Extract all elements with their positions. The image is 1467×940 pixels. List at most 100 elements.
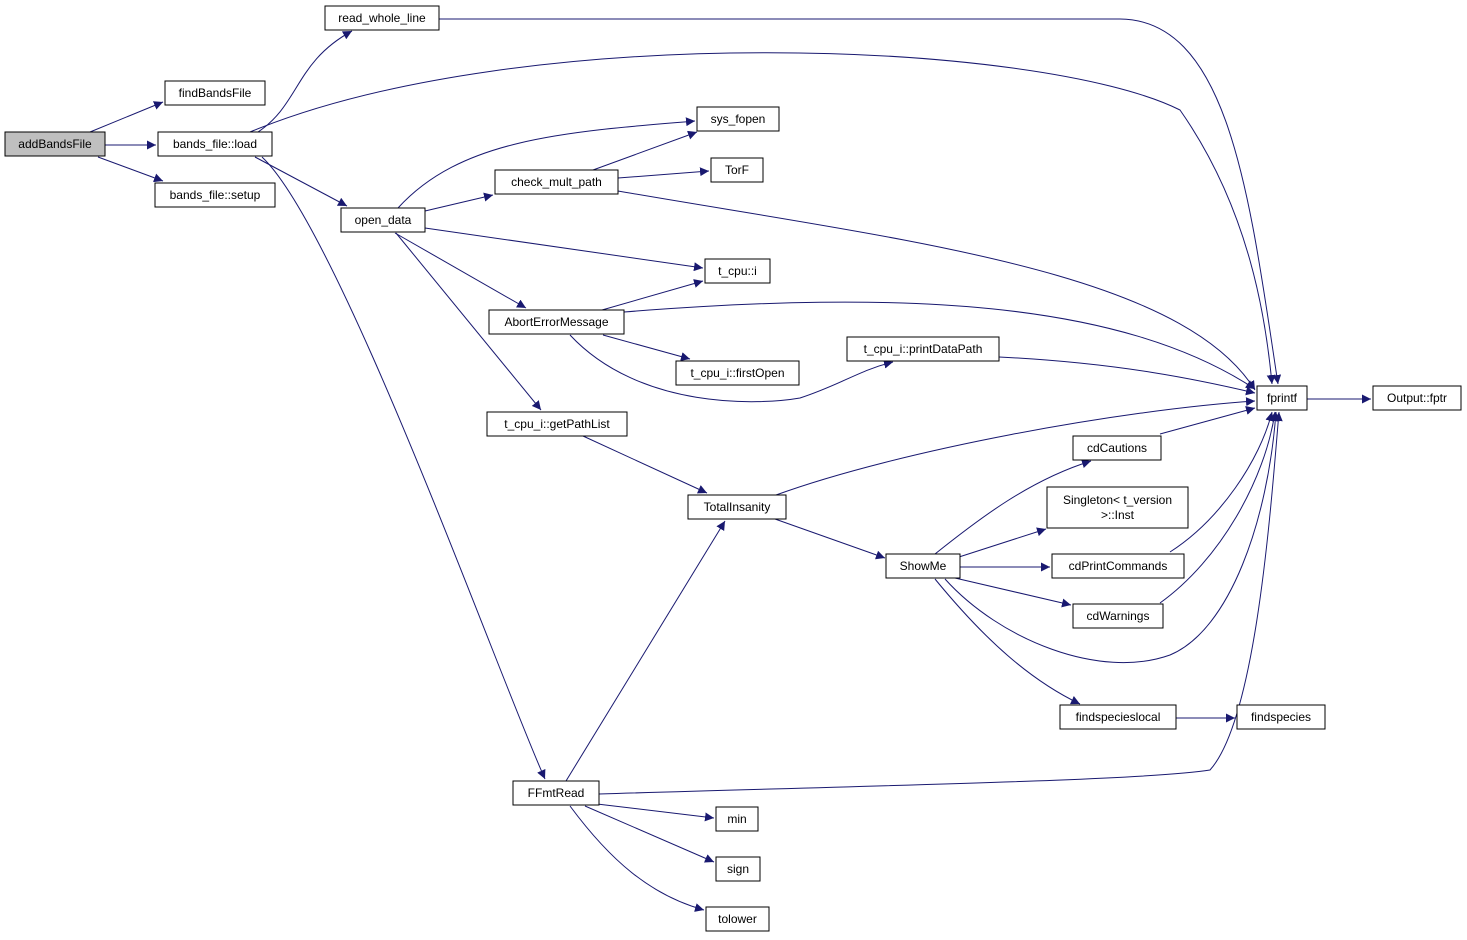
node-open_data[interactable]: open_data	[340, 207, 426, 233]
node-box	[696, 106, 780, 132]
node-box	[1072, 435, 1162, 461]
node-ShowMe[interactable]: ShowMe	[885, 553, 961, 579]
node-label: fprintf	[1267, 391, 1298, 405]
edge-printDataPath-to-fprintf	[998, 356, 1256, 396]
node-label: findspecieslocal	[1076, 710, 1161, 724]
node-box	[488, 309, 625, 335]
node-printDataPath[interactable]: t_cpu_i::printDataPath	[846, 336, 1000, 362]
edge-check_mult_path-to-TorF	[617, 167, 710, 179]
node-bands_setup[interactable]: bands_file::setup	[154, 182, 276, 208]
node-findspecieslocal[interactable]: findspecieslocal	[1059, 704, 1177, 730]
node-t_cpu_i[interactable]: t_cpu::i	[704, 258, 771, 284]
node-box	[846, 336, 1000, 362]
node-box	[704, 258, 771, 284]
node-addBandsFile[interactable]: addBandsFile	[4, 131, 106, 157]
edge-addBandsFile-to-bands_setup	[97, 156, 164, 183]
node-box	[1059, 704, 1177, 730]
node-min[interactable]: min	[715, 806, 759, 832]
edge-ShowMe-to-Singleton	[958, 527, 1047, 558]
node-Output_fptr[interactable]: Output::fptr	[1372, 385, 1462, 411]
node-tolower[interactable]: tolower	[705, 906, 770, 932]
node-label: findBandsFile	[179, 86, 252, 100]
node-label: Singleton< t_version	[1063, 493, 1172, 507]
edge-cdPrintCommands-to-fprintf	[1169, 411, 1275, 553]
node-label: FFmtRead	[528, 786, 585, 800]
node-box	[340, 207, 426, 233]
edge-open_data-to-getPathList	[395, 232, 542, 411]
edge-bands_load-to-read_whole_line	[257, 30, 353, 133]
edge-bands_load-to-fprintf	[249, 52, 1276, 385]
node-label: t_cpu_i::getPathList	[504, 417, 610, 431]
node-box	[885, 553, 961, 579]
node-label: t_cpu_i::firstOpen	[690, 366, 784, 380]
node-sign[interactable]: sign	[715, 856, 761, 882]
edge-read_whole_line-to-fprintf	[439, 18, 1282, 385]
node-bands_load[interactable]: bands_file::load	[157, 131, 273, 157]
node-TorF[interactable]: TorF	[710, 157, 764, 183]
node-label: TotalInsanity	[704, 500, 771, 514]
edge-AbortErrorMessage-to-printDataPath	[569, 334, 894, 403]
edge-open_data-to-t_cpu_i	[424, 227, 704, 272]
edge-ShowMe-to-cdWarnings	[954, 577, 1072, 608]
edges-layer	[89, 18, 1371, 912]
edge-ShowMe-to-findspecieslocal	[934, 578, 1081, 705]
node-label: findspecies	[1251, 710, 1311, 724]
node-label: min	[727, 812, 746, 826]
node-label: cdCautions	[1087, 441, 1147, 455]
node-label: sign	[727, 862, 749, 876]
node-label: TorF	[725, 163, 749, 177]
node-fprintf[interactable]: fprintf	[1256, 385, 1308, 411]
node-box	[486, 411, 628, 437]
node-box	[675, 360, 800, 386]
edge-FFmtRead-to-tolower	[569, 805, 705, 912]
node-cdPrintCommands[interactable]: cdPrintCommands	[1051, 553, 1185, 579]
node-box	[1046, 486, 1189, 529]
node-Singleton[interactable]: Singleton< t_version>::Inst	[1046, 486, 1189, 529]
node-box	[1051, 553, 1185, 579]
edge-bands_load-to-FFmtRead	[261, 156, 546, 780]
node-label: Output::fptr	[1387, 391, 1447, 405]
node-box	[157, 131, 273, 157]
node-check_mult_path[interactable]: check_mult_path	[494, 169, 619, 195]
node-getPathList[interactable]: t_cpu_i::getPathList	[486, 411, 628, 437]
node-box	[154, 182, 276, 208]
node-box	[512, 780, 600, 806]
edge-addBandsFile-to-findBandsFile	[89, 101, 164, 133]
node-label: cdWarnings	[1087, 609, 1150, 623]
node-cdWarnings[interactable]: cdWarnings	[1072, 603, 1164, 629]
edge-check_mult_path-to-fprintf	[617, 190, 1256, 391]
node-label: >::Inst	[1101, 508, 1135, 522]
node-TotalInsanity[interactable]: TotalInsanity	[687, 494, 787, 520]
node-box	[4, 131, 106, 157]
nodes-layer: addBandsFile findBandsFilebands_file::loa…	[4, 5, 1462, 932]
edge-FFmtRead-to-sign	[584, 805, 715, 863]
node-box	[705, 906, 770, 932]
node-box	[1256, 385, 1308, 411]
node-AbortErrorMessage[interactable]: AbortErrorMessage	[488, 309, 625, 335]
edge-open_data-to-AbortErrorMessage	[394, 232, 527, 309]
node-read_whole_line[interactable]: read_whole_line	[324, 5, 440, 31]
node-label: tolower	[718, 912, 757, 926]
edge-cdCautions-to-fprintf	[1159, 406, 1256, 435]
node-FFmtRead[interactable]: FFmtRead	[512, 780, 600, 806]
node-findspecies[interactable]: findspecies	[1236, 704, 1326, 730]
node-sys_fopen[interactable]: sys_fopen	[696, 106, 780, 132]
node-findBandsFile[interactable]: findBandsFile	[164, 80, 266, 106]
edge-TotalInsanity-to-ShowMe	[774, 518, 886, 560]
edge-AbortErrorMessage-to-firstOpen	[602, 334, 691, 361]
node-box	[715, 806, 759, 832]
node-label: addBandsFile	[18, 137, 92, 151]
node-box	[324, 5, 440, 31]
node-box	[1372, 385, 1462, 411]
node-box	[687, 494, 787, 520]
edge-open_data-to-sys_fopen	[397, 117, 696, 209]
node-box	[715, 856, 761, 882]
node-label: t_cpu_i::printDataPath	[864, 342, 983, 356]
node-label: bands_file::setup	[170, 188, 261, 202]
edge-getPathList-to-TotalInsanity	[582, 435, 708, 494]
node-firstOpen[interactable]: t_cpu_i::firstOpen	[675, 360, 800, 386]
node-cdCautions[interactable]: cdCautions	[1072, 435, 1162, 461]
edge-FFmtRead-to-fprintf	[598, 411, 1283, 795]
node-label: cdPrintCommands	[1069, 559, 1168, 573]
